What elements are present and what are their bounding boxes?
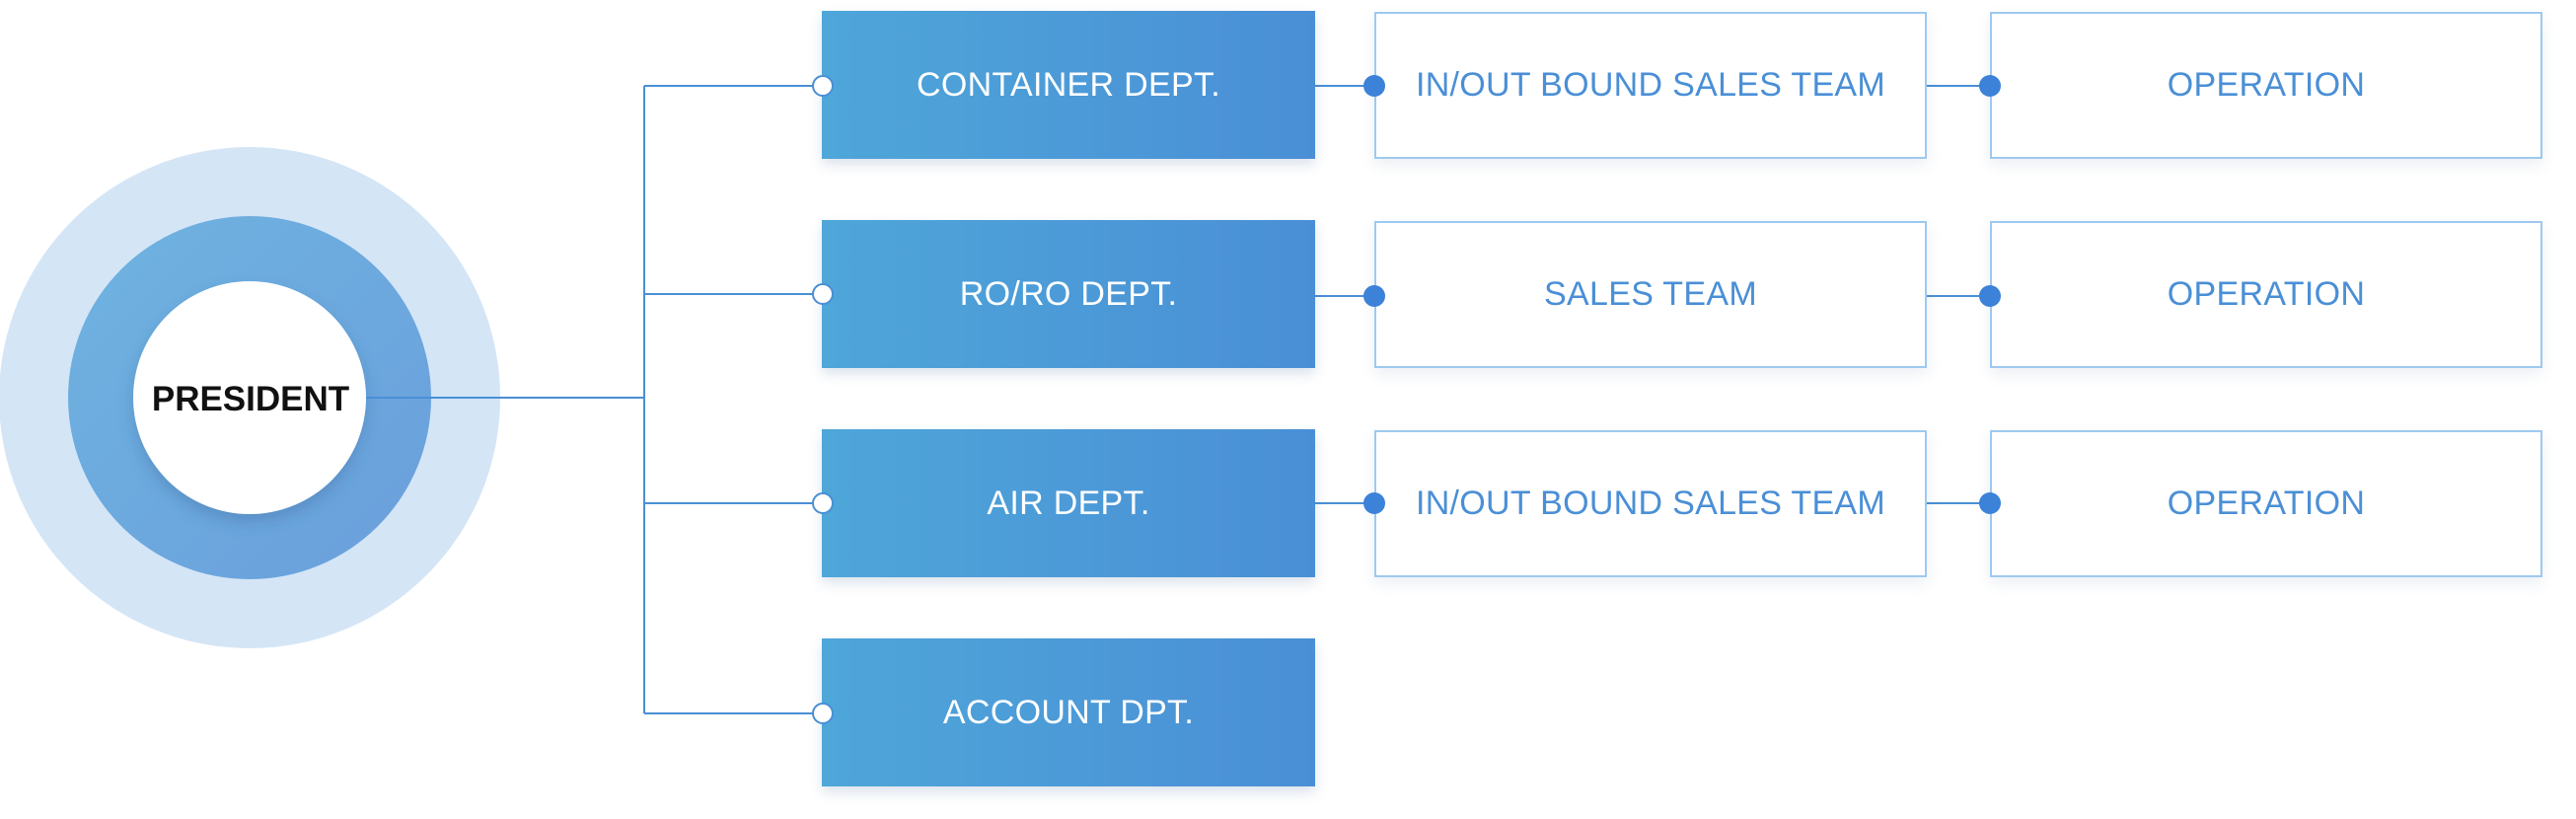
team-box-roro: SALES TEAM <box>1374 221 1927 368</box>
president-label: PRESIDENT <box>151 380 350 418</box>
dept-box-roro: RO/RO DEPT. <box>822 220 1315 368</box>
operation-box-air: OPERATION <box>1990 430 2542 577</box>
dept-box-account: ACCOUNT DPT. <box>822 638 1315 786</box>
president-inner-circle <box>133 281 366 514</box>
dept-box-container: CONTAINER DEPT. <box>822 11 1315 159</box>
team-box-container: IN/OUT BOUND SALES TEAM <box>1374 12 1927 159</box>
team-box-air: IN/OUT BOUND SALES TEAM <box>1374 430 1927 577</box>
operation-box-roro: OPERATION <box>1990 221 2542 368</box>
operation-box-container: OPERATION <box>1990 12 2542 159</box>
dept-box-air: AIR DEPT. <box>822 429 1315 577</box>
